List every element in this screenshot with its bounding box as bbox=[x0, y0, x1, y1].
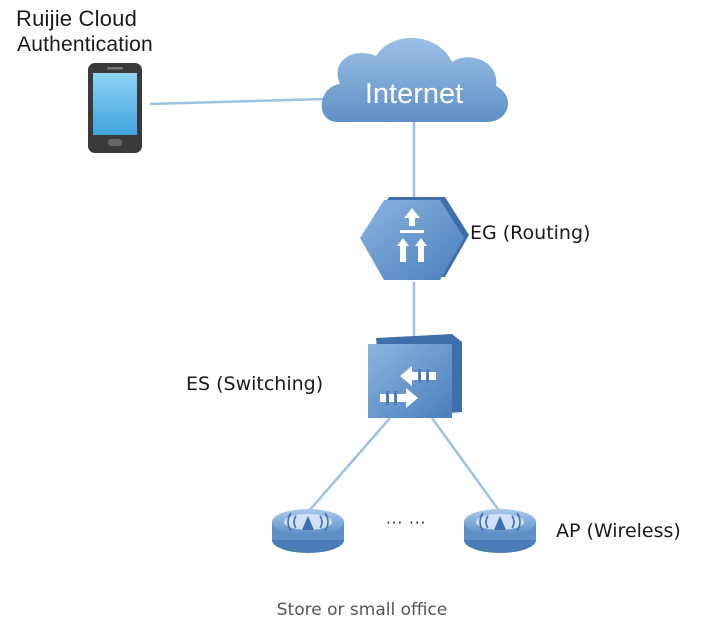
link-es-ap-left bbox=[307, 417, 391, 513]
phone-icon bbox=[88, 63, 142, 153]
internet-label: Internet bbox=[365, 78, 463, 110]
access-point-icon-right bbox=[464, 509, 536, 553]
internet-cloud-icon bbox=[321, 37, 509, 122]
link-es-ap-right bbox=[430, 417, 502, 513]
es-label: ES (Switching) bbox=[186, 373, 324, 395]
phone-caption-line2: Authentication bbox=[17, 33, 153, 56]
connection-lines bbox=[149, 97, 502, 513]
link-phone-internet bbox=[149, 97, 326, 106]
access-point-icon-left bbox=[272, 509, 344, 553]
ap-ellipsis: ··· ··· bbox=[386, 514, 427, 532]
es-switch-icon bbox=[368, 334, 462, 418]
eg-router-icon bbox=[360, 197, 469, 280]
eg-label: EG (Routing) bbox=[470, 222, 591, 244]
diagram-caption: Store or small office bbox=[276, 600, 448, 620]
ap-label: AP (Wireless) bbox=[556, 520, 681, 542]
phone-caption-line1: Ruijie Cloud bbox=[16, 6, 138, 31]
